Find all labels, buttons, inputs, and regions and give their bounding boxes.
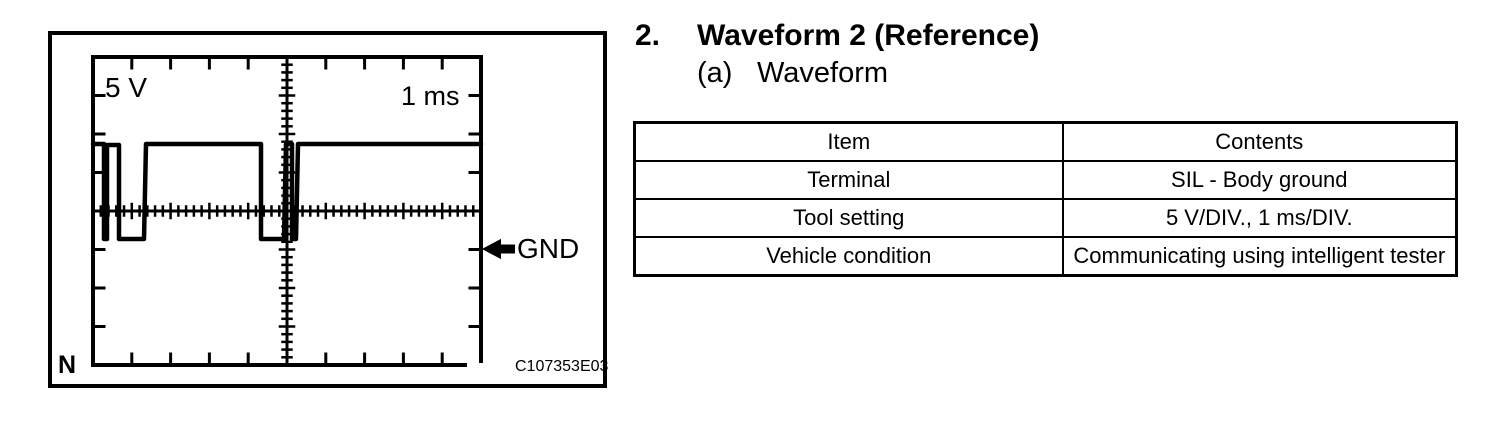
section-number: 2. xyxy=(635,19,661,52)
cell-contents: Communicating using intelligent tester xyxy=(1061,236,1458,277)
header-cell-item: Item xyxy=(633,121,1064,162)
polarity-n-label: N xyxy=(58,351,77,379)
table-row: Vehicle condition Communicating using in… xyxy=(633,236,1458,277)
figure-code-label: C107353E03 xyxy=(515,358,609,375)
subsection-title: Waveform xyxy=(757,57,889,89)
cell-item: Vehicle condition xyxy=(633,236,1064,277)
subsection-letter: (a) xyxy=(697,57,733,89)
gnd-arrow-icon xyxy=(481,238,515,260)
section-subheading: (a) Waveform xyxy=(697,57,888,90)
cell-item: Terminal xyxy=(633,160,1064,200)
waveform-trace xyxy=(90,141,484,242)
oscilloscope-diagram xyxy=(90,55,515,367)
table-header-row: Item Contents xyxy=(633,121,1458,162)
gnd-label: GND xyxy=(517,233,580,264)
section-heading: 2. Waveform 2 (Reference) xyxy=(635,19,1039,53)
cell-item: Tool setting xyxy=(633,198,1064,238)
cell-contents: SIL - Body ground xyxy=(1061,160,1458,200)
table-row: Terminal SIL - Body ground xyxy=(633,160,1458,200)
time-per-div-label: 1 ms xyxy=(401,81,460,111)
waveform-spec-table: Item Contents Terminal SIL - Body ground… xyxy=(633,121,1458,277)
section-title: Waveform 2 (Reference) xyxy=(697,19,1040,52)
header-cell-contents: Contents xyxy=(1061,121,1458,162)
table-row: Tool setting 5 V/DIV., 1 ms/DIV. xyxy=(633,198,1458,238)
volts-per-div-label: 5 V xyxy=(105,72,148,103)
cell-contents: 5 V/DIV., 1 ms/DIV. xyxy=(1061,198,1458,238)
